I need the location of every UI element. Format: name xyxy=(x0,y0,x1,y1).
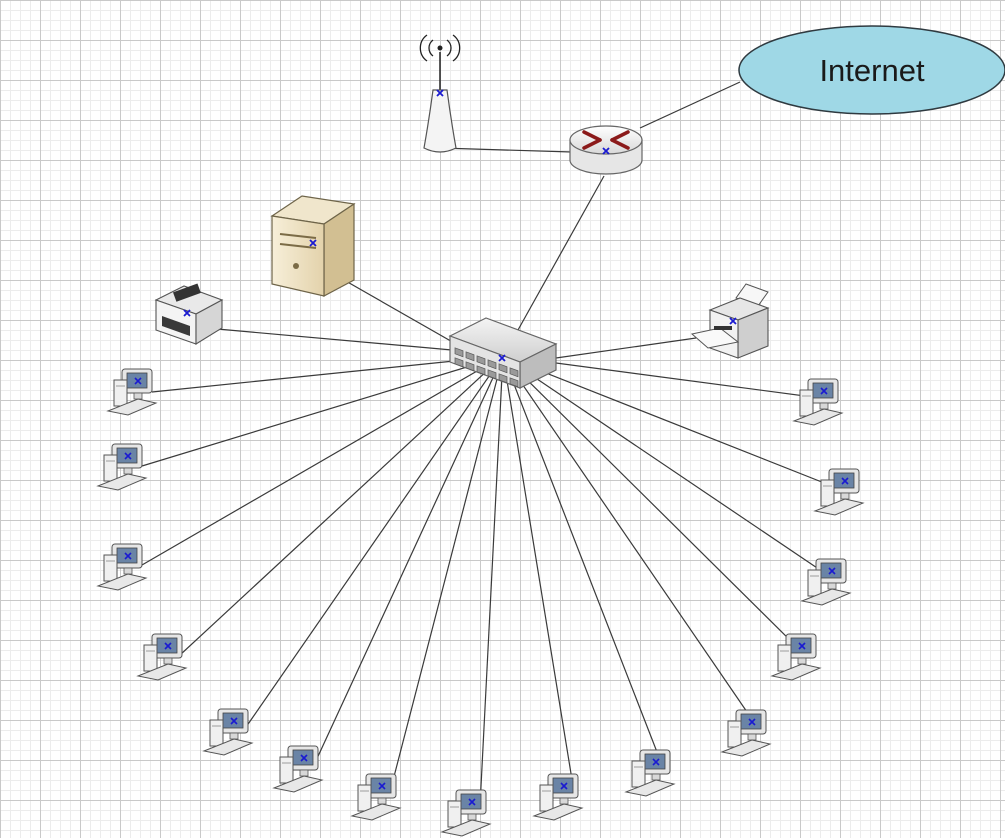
internet-cloud[interactable]: Internet xyxy=(738,25,1005,115)
workstation-icon[interactable] xyxy=(203,708,253,756)
network-links xyxy=(141,81,843,807)
workstation-icon[interactable] xyxy=(137,633,187,681)
link-line xyxy=(141,355,504,566)
workstation-icon[interactable] xyxy=(814,468,864,516)
link-line xyxy=(502,355,803,653)
workstation-icon[interactable] xyxy=(97,443,147,491)
workstation-icon[interactable] xyxy=(801,558,851,606)
link-line xyxy=(313,355,504,766)
link-line xyxy=(639,81,741,129)
link-line xyxy=(502,355,843,491)
link-line xyxy=(502,355,833,579)
router-icon[interactable] xyxy=(569,125,643,175)
link-line xyxy=(389,355,504,793)
wireless-access-point-icon[interactable] xyxy=(419,34,461,153)
link-line xyxy=(151,355,504,393)
link-line xyxy=(439,147,573,153)
workstation-icon[interactable] xyxy=(771,633,821,681)
link-line xyxy=(502,355,665,771)
printer-icon-right[interactable] xyxy=(690,283,770,359)
link-line xyxy=(502,355,575,793)
link-line xyxy=(502,355,759,729)
link-line xyxy=(179,355,504,656)
link-line xyxy=(479,355,504,807)
workstation-icon[interactable] xyxy=(793,378,843,426)
link-line xyxy=(517,175,605,331)
workstation-icon[interactable] xyxy=(97,543,147,591)
workstation-icon[interactable] xyxy=(107,368,157,416)
link-line xyxy=(555,337,697,359)
link-line xyxy=(141,355,504,467)
link-line xyxy=(205,327,453,351)
link-line xyxy=(243,355,504,731)
workstation-icon[interactable] xyxy=(625,749,675,797)
link-line xyxy=(329,271,471,353)
internet-label: Internet xyxy=(819,53,925,88)
server-icon[interactable] xyxy=(270,195,356,297)
workstation-icon[interactable] xyxy=(721,709,771,757)
printer-icon-left[interactable] xyxy=(154,283,224,345)
workstation-icon[interactable] xyxy=(441,789,491,837)
workstation-icon[interactable] xyxy=(351,773,401,821)
network-switch-icon[interactable] xyxy=(448,317,558,389)
workstation-icon[interactable] xyxy=(273,745,323,793)
workstation-icon[interactable] xyxy=(533,773,583,821)
